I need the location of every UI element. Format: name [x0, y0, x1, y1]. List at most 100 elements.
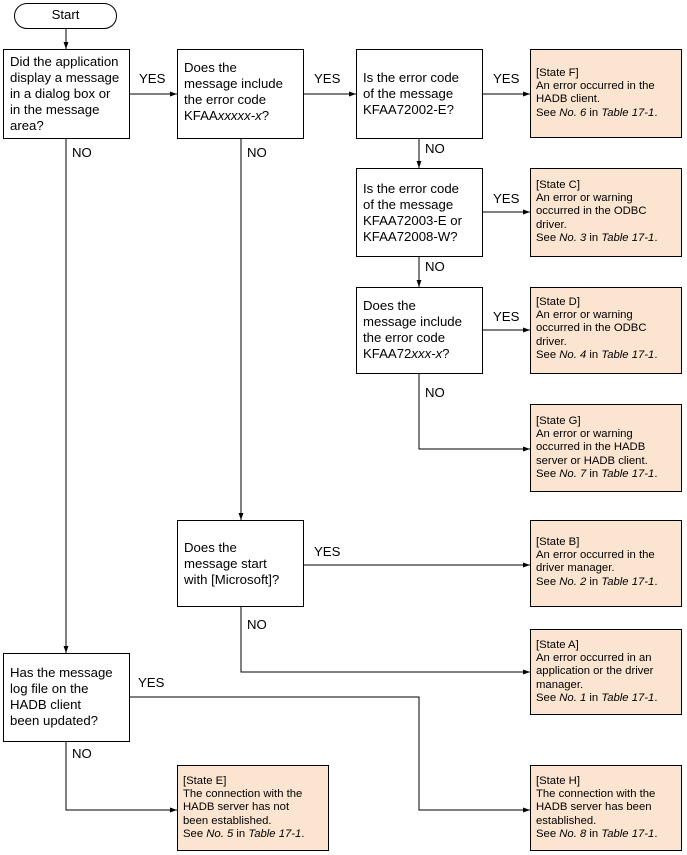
see-in: in	[586, 106, 602, 119]
state-a-line-3: manager.	[536, 678, 584, 691]
state-c-line-1: An error or warning	[536, 192, 633, 205]
label-q7-yes: YES	[138, 675, 165, 690]
q2-line-1: Does the	[184, 60, 237, 75]
state-d-line-1: An error or warning	[536, 309, 633, 322]
state-c-line-3: driver.	[536, 218, 567, 231]
state-h-line-1: The connection with the	[536, 788, 656, 801]
state-f-line-1: An error occurred in the	[536, 80, 655, 93]
see-table: Table 17-1	[601, 106, 655, 119]
see-in: in	[586, 827, 602, 840]
see-prefix: See	[536, 691, 560, 704]
decision-kfaa72xxx: Does the message include the error code …	[356, 287, 483, 374]
label-q3-no: NO	[425, 141, 445, 156]
decision-kfaa72003-72008: Is the error code of the message KFAA720…	[356, 168, 483, 257]
state-h-line-3: established.	[536, 814, 597, 827]
q1-line-4: in the message	[10, 102, 100, 117]
label-q5-no: NO	[425, 385, 445, 400]
state-d-title: [State D]	[536, 296, 580, 308]
see-end: .	[654, 691, 658, 704]
start-label: Start	[51, 7, 80, 22]
see-prefix: See	[183, 827, 207, 840]
label-q4-yes: YES	[493, 191, 520, 206]
state-a-box: [State A] An error occurred in an applic…	[530, 629, 682, 715]
state-c-line-2: occurred in the ODBC	[536, 205, 647, 218]
state-g-line-1: An error or warning	[536, 428, 633, 441]
q5-code-pattern: xxx-x	[411, 346, 443, 361]
state-f-see: See No. 6 in Table 17-1.	[536, 107, 677, 120]
decision-log-file-updated: Has the message log file on the HADB cli…	[3, 653, 130, 742]
q1-line-3: in a dialog box or	[10, 86, 111, 101]
q5-line-1: Does the	[363, 298, 416, 313]
see-table: Table 17-1	[601, 231, 655, 244]
state-f-box: [State F] An error occurred in the HADB …	[530, 49, 682, 138]
state-g-line-2: occurred in the HADB	[536, 441, 646, 454]
state-e-line-3: been established.	[183, 814, 272, 827]
q5-code-prefix: KFAA72	[363, 346, 412, 361]
state-a-line-2: application or the driver	[536, 665, 654, 678]
label-q2-yes: YES	[314, 71, 341, 86]
q2-line-2: message include	[184, 76, 283, 91]
state-c-title: [State C]	[536, 179, 580, 191]
see-in: in	[586, 575, 602, 588]
see-in: in	[586, 467, 602, 480]
see-in: in	[586, 348, 602, 361]
q4-line-2: of the message	[363, 197, 454, 212]
state-b-line-2: driver manager.	[536, 562, 615, 575]
state-e-line-1: The connection with the	[183, 788, 303, 801]
q2-code-pattern: xxxxx-x	[217, 108, 262, 123]
see-end: .	[654, 106, 658, 119]
state-a-see: See No. 1 in Table 17-1.	[536, 692, 677, 705]
q7-line-1: Has the message	[10, 665, 113, 680]
state-g-number: No. 7	[559, 467, 587, 480]
q2-question-mark: ?	[261, 108, 270, 123]
q2-line-3: the error code	[184, 92, 267, 107]
q4-line-1: Is the error code	[363, 181, 460, 196]
state-d-line-3: driver.	[536, 335, 567, 348]
state-a-line-1: An error occurred in an	[536, 652, 652, 665]
state-g-line-3: server or HADB client.	[536, 454, 648, 467]
state-h-see: See No. 8 in Table 17-1.	[536, 828, 677, 841]
see-in: in	[233, 827, 249, 840]
q7-line-4: been updated?	[10, 713, 99, 728]
q4-line-4: KFAA72008-W?	[363, 229, 458, 244]
label-q6-no: NO	[247, 617, 267, 632]
state-b-see: See No. 2 in Table 17-1.	[536, 576, 677, 589]
q1-line-2: display a message	[10, 70, 120, 85]
state-e-line-2: HADB server has not	[183, 801, 290, 814]
see-prefix: See	[536, 231, 560, 244]
state-e-number: No. 5	[206, 827, 234, 840]
see-table: Table 17-1	[601, 691, 655, 704]
label-q3-yes: YES	[493, 71, 520, 86]
q7-line-2: log file on the	[10, 681, 89, 696]
decision-message-displayed: Did the application display a message in…	[3, 49, 130, 139]
state-d-box: [State D] An error or warning occurred i…	[530, 287, 682, 374]
state-e-box: [State E] The connection with the HADB s…	[177, 765, 329, 851]
state-h-title: [State H]	[536, 775, 580, 787]
q3-line-2: of the message	[363, 86, 454, 101]
state-e-title: [State E]	[183, 775, 227, 787]
state-c-see: See No. 3 in Table 17-1.	[536, 232, 677, 245]
see-table: Table 17-1	[601, 467, 655, 480]
start-terminator: Start	[14, 3, 117, 29]
q4-line-3: KFAA72003-E or	[363, 213, 462, 228]
state-f-number: No. 6	[559, 106, 587, 119]
see-prefix: See	[536, 467, 560, 480]
arrow-q5-no	[418, 374, 530, 452]
q6-line-1: Does the	[184, 540, 237, 555]
state-h-line-2: HADB server has been	[536, 801, 652, 814]
q2-line-4: KFAAxxxxx-x?	[184, 108, 299, 124]
state-c-box: [State C] An error or warning occurred i…	[530, 168, 682, 257]
q3-line-1: Is the error code	[363, 70, 460, 85]
state-e-see: See No. 5 in Table 17-1.	[183, 828, 324, 841]
label-q7-no: NO	[72, 746, 92, 761]
label-q6-yes: YES	[314, 544, 341, 559]
decision-starts-microsoft: Does the message start with [Microsoft]?	[177, 520, 304, 607]
state-c-number: No. 3	[559, 231, 587, 244]
q2-code-prefix: KFAA	[184, 108, 218, 123]
see-end: .	[654, 827, 658, 840]
state-f-title: [State F]	[536, 67, 579, 79]
state-g-box: [State G] An error or warning occurred i…	[530, 404, 682, 492]
q5-line-3: the error code	[363, 330, 446, 345]
see-in: in	[586, 231, 602, 244]
